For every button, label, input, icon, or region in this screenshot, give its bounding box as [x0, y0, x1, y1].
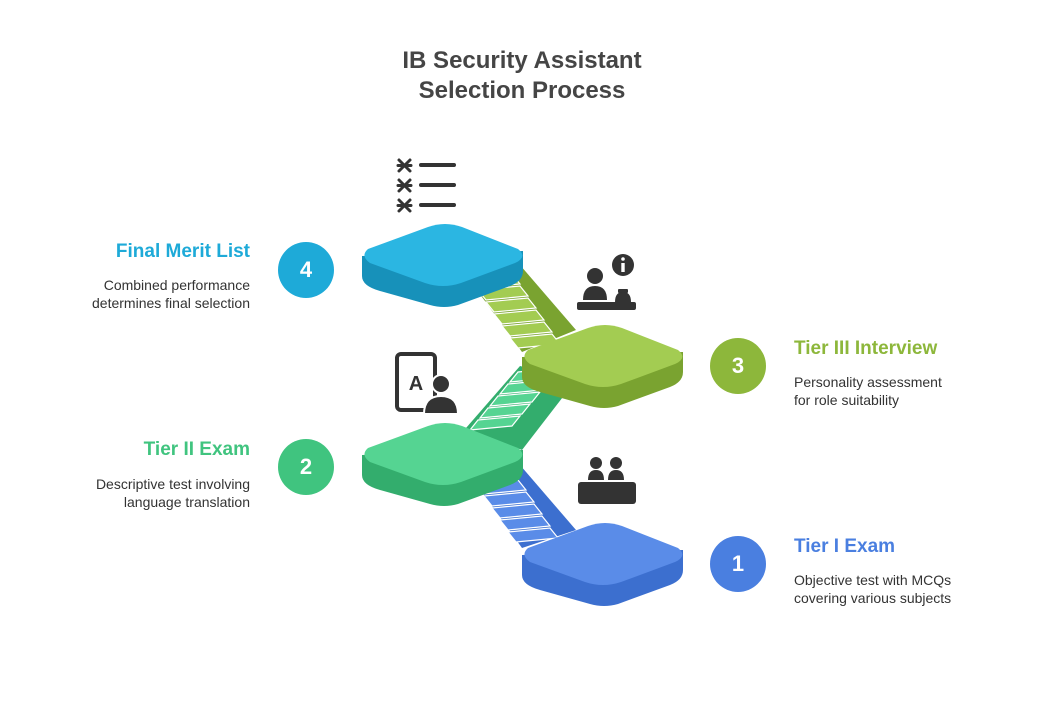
- stage-4-number: 4: [299, 257, 313, 282]
- stage-2-desc: Descriptive test involving language tran…: [95, 476, 250, 510]
- stage-2-title: Tier II Exam: [143, 439, 250, 460]
- stage-4-title: Final Merit List: [115, 241, 250, 262]
- stage-1-badge: 1: [710, 536, 766, 592]
- platform-1: [522, 523, 683, 606]
- platform-3: [522, 325, 683, 408]
- ranked-list-icon: [396, 158, 456, 213]
- title-line-1: IB Security Assistant: [402, 47, 642, 74]
- platform-4: [362, 224, 523, 307]
- stage-4-badge: 4: [278, 242, 334, 298]
- stage-3-number: 3: [731, 353, 745, 378]
- stage-1-number: 1: [731, 551, 745, 576]
- stage-2-number: 2: [299, 454, 313, 479]
- interview-icon: [577, 254, 636, 310]
- svg-text:A: A: [409, 373, 423, 395]
- stage-3-badge: 3: [710, 338, 766, 394]
- stage-3-title: Tier III Interview: [794, 338, 938, 359]
- stage-1-desc: Objective test with MCQs covering variou…: [794, 572, 952, 606]
- stage-2-badge: 2: [278, 439, 334, 495]
- platform-2: [362, 423, 523, 506]
- stage-4-desc: Combined performance determines final se…: [92, 277, 250, 311]
- translation-icon: A: [395, 352, 460, 415]
- stage-3-desc: Personality assessment for role suitabil…: [794, 374, 942, 408]
- stage-1-title: Tier I Exam: [794, 536, 896, 557]
- page-title: IB Security Assistant Selection Process: [0, 46, 1044, 106]
- desk-meeting-icon: [578, 457, 636, 504]
- title-line-2: Selection Process: [418, 77, 626, 104]
